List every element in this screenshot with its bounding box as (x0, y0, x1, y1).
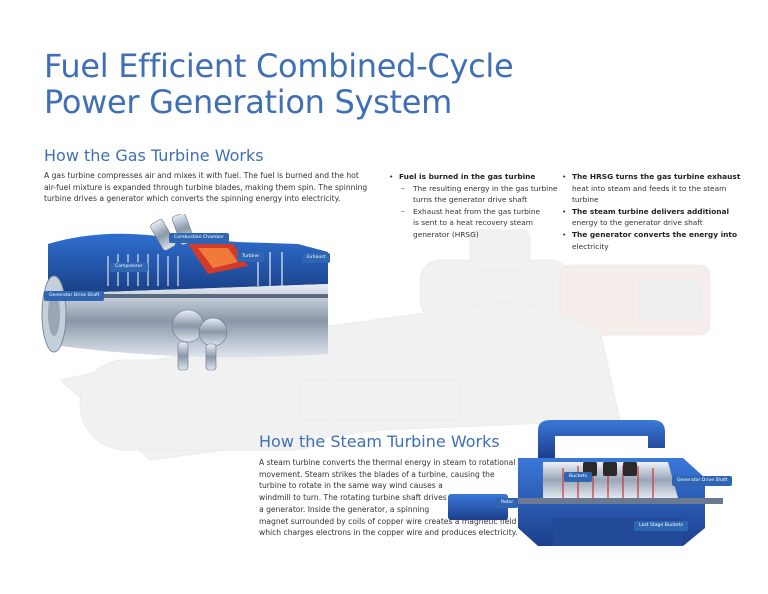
bullet-line: heat into steam and feeds it to the stea… (572, 183, 727, 193)
sub-bullet-line: Exhaust heat from the gas turbine (413, 206, 541, 216)
bullet-item: The steam turbine delivers additional en… (562, 206, 742, 229)
label-exhaust: Exhaust (302, 253, 331, 263)
label-combustion-chamber: Combustion Chamber (169, 233, 230, 243)
bullet-lead: The steam turbine delivers additional (572, 206, 730, 216)
steam-turbine-heading: How the Steam Turbine Works (259, 432, 500, 451)
steam-paragraph-line: movement. Steam strikes the blades of a … (259, 469, 495, 479)
label-turbine: Turbine (237, 252, 264, 262)
steam-paragraph-line: turbine to rotate in the same way wind c… (259, 481, 443, 491)
steam-paragraph-line: windmill to turn. The rotating turbine s… (259, 493, 447, 503)
page-title-line-2: Power Generation System (44, 83, 453, 121)
page-title-line-1: Fuel Efficient Combined-Cycle (44, 47, 514, 85)
gas-paragraph-line: air-fuel mixture is expanded through tur… (44, 182, 368, 192)
steam-paragraph-line: A steam turbine converts the thermal ene… (259, 458, 516, 467)
steam-paragraph-line: which charges electrons in the copper wi… (259, 528, 518, 538)
bullet-item: Fuel is burned in the gas turbine The re… (389, 171, 559, 241)
gas-turbine-heading: How the Gas Turbine Works (44, 146, 264, 165)
label-last-stage-buckets: Last Stage Buckets (634, 521, 688, 531)
label-generator-drive-shaft: Generator Drive Shaft (44, 291, 105, 301)
process-bullets-right: The HRSG turns the gas turbine exhaust h… (562, 171, 742, 252)
sub-bullet-list: The resulting energy in the gas turbine … (399, 183, 559, 241)
gas-paragraph-line: turbine drives a generator which convert… (44, 194, 341, 204)
bullet-line: electricity (572, 241, 609, 251)
bullet-line: turbine (572, 195, 599, 205)
gas-paragraph-line: A gas turbine compresses air and mixes i… (44, 171, 359, 180)
bullet-item: The generator converts the energy into e… (562, 229, 742, 252)
gas-turbine-paragraph: A gas turbine compresses air and mixes i… (44, 170, 374, 205)
page-title: Fuel Efficient Combined-Cycle Power Gene… (44, 47, 514, 121)
steam-paragraph-line: magnet surrounded by coils of copper wir… (259, 516, 517, 526)
sub-bullet-item: Exhaust heat from the gas turbine is sen… (399, 206, 559, 241)
bullet-lead: Fuel is burned in the gas turbine (399, 172, 536, 181)
sub-bullet-line: is sent to a heat recovery steam (413, 218, 533, 228)
bullet-lead: The HRSG turns the gas turbine exhaust (572, 172, 741, 181)
sub-bullet-line: turns the generator drive shaft (413, 195, 528, 205)
steam-paragraph-line: a generator. Inside the generator, a spi… (259, 504, 430, 514)
sub-bullet-line: generator (HRSG) (413, 229, 479, 239)
process-bullets-left: Fuel is burned in the gas turbine The re… (389, 171, 559, 241)
bullet-lead: The generator converts the energy into (572, 229, 738, 239)
label-steam-generator-drive-shaft: Generator Drive Shaft (672, 476, 733, 486)
label-rotor: Rotor (496, 498, 519, 508)
label-buckets: Buckets (564, 472, 593, 482)
sub-bullet-item: The resulting energy in the gas turbine … (399, 183, 559, 206)
sub-bullet-line: The resulting energy in the gas turbine (413, 183, 558, 193)
bullet-item: The HRSG turns the gas turbine exhaust h… (562, 171, 742, 206)
bullet-line: energy to the generator drive shaft (572, 218, 703, 228)
label-compressor: Compressor (110, 262, 148, 272)
steam-turbine-paragraph: A steam turbine converts the thermal ene… (259, 457, 519, 539)
